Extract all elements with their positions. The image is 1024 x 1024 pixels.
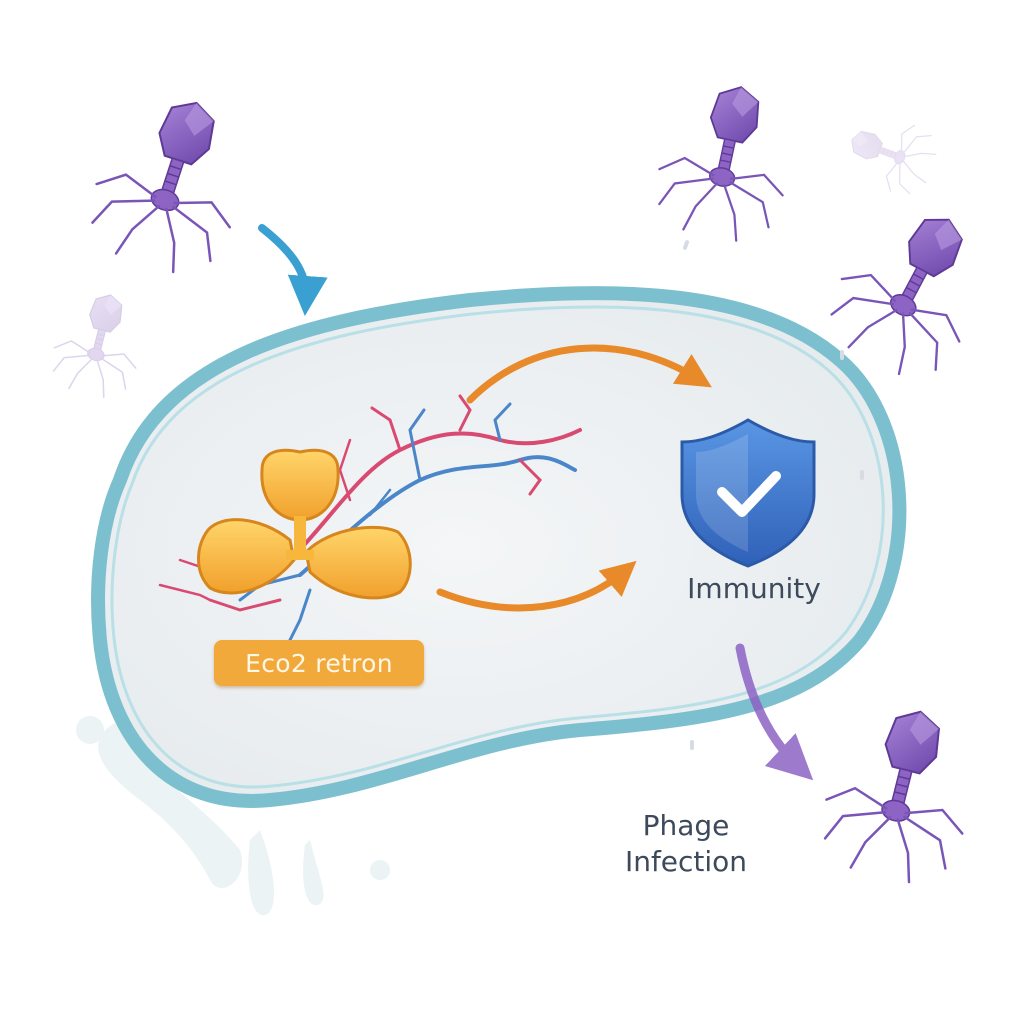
retron-label: Eco2 retron: [245, 648, 393, 678]
phage-label-line2: Infection: [624, 845, 748, 878]
entry-arrow: [258, 224, 328, 316]
phage-icon-bottom-right: [810, 693, 990, 893]
phage-label-line1: Phage: [642, 809, 730, 842]
phage-infection-arrow: [735, 643, 814, 781]
shield-check-icon: [680, 418, 816, 568]
arrow-to-immunity-top: [466, 344, 712, 404]
arrow-to-immunity-bottom: [436, 560, 637, 612]
phage-icon-top-right: [647, 72, 804, 250]
phage-icon-faint-right: [839, 106, 944, 202]
background-splash: [76, 716, 390, 916]
debris-dots: [682, 240, 864, 750]
phage-icon-top-left: [76, 80, 265, 286]
immunity-label: Immunity: [687, 572, 821, 605]
phage-icon-faint-left: [44, 284, 153, 404]
bacterial-cell-inner-membrane: [110, 305, 885, 789]
retron-label-badge: Eco2 retron: [214, 640, 424, 686]
retron-complex-icon: [197, 448, 412, 600]
phage-infection-label: Phage Infection: [596, 808, 776, 880]
